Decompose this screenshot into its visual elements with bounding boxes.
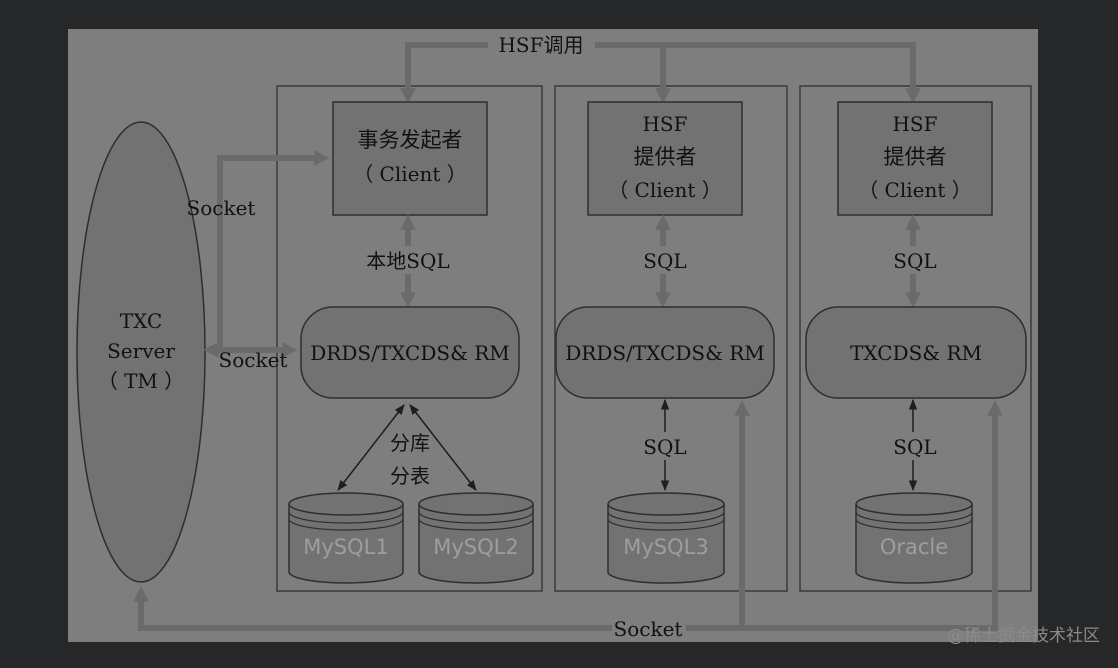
client-initiator-line1: 事务发起者 <box>358 128 463 152</box>
socket-mid-label: Socket <box>219 348 288 372</box>
rm-box-1 <box>300 306 520 399</box>
client-initiator-box <box>332 101 488 216</box>
hsf-call-arrows <box>400 42 921 104</box>
sql-label-col3-bottom: SQL <box>893 435 936 459</box>
sql-label-col2-bottom: SQL <box>643 435 686 459</box>
local-sql-label-bg <box>360 246 456 274</box>
rm-box-3-label: TXCDS& RM <box>850 341 982 365</box>
db-mysql1: MySQL1 <box>288 492 404 584</box>
sql-label-col2-top: SQL <box>643 249 686 273</box>
socket-arrows-left <box>216 150 330 358</box>
column-2-container <box>554 85 788 592</box>
txc-server-line1: TXC <box>120 309 163 333</box>
hsf-provider-1-line2: 提供者 <box>634 145 697 169</box>
txc-server-line3: （ TM ） <box>98 369 185 393</box>
socket-top-label: Socket <box>187 196 256 220</box>
sql-label-col3-top-bg <box>888 246 940 274</box>
rm-box-1-label: DRDS/TXCDS& RM <box>310 341 510 365</box>
sql-label-col2-bottom-bg <box>640 432 692 460</box>
hsf-provider-box-1 <box>587 101 743 216</box>
socket-bottom-label: Socket <box>614 617 683 641</box>
local-sql-label: 本地SQL <box>366 249 449 273</box>
txc-server-line2: Server <box>107 339 175 363</box>
db-oracle: Oracle <box>855 492 973 584</box>
sql-label-col2-top-bg <box>638 246 690 274</box>
hsf-call-label: HSF调用 <box>498 33 583 57</box>
rm-box-2 <box>555 306 775 399</box>
shard-label-line1: 分库 <box>390 431 430 455</box>
sql-label-col3-top: SQL <box>893 249 936 273</box>
hsf-provider-box-2 <box>837 101 993 216</box>
hsf-provider-2-line2: 提供者 <box>884 145 947 169</box>
db-mysql2: MySQL2 <box>418 492 534 584</box>
db-mysql1-label: MySQL1 <box>303 535 388 559</box>
hsf-provider-1-line3: （ Client ） <box>608 178 722 202</box>
sql-label-col3-bottom-bg <box>888 432 940 460</box>
shard-label-line2: 分表 <box>390 464 430 488</box>
socket-arrows-bottom <box>133 400 1003 631</box>
hsf-provider-2-line3: （ Client ） <box>858 178 972 202</box>
client-initiator-line2: （ Client ） <box>353 162 467 186</box>
rm-box-2-label: DRDS/TXCDS& RM <box>565 341 765 365</box>
db-mysql3-label: MySQL3 <box>623 535 708 559</box>
db-mysql2-label: MySQL2 <box>433 535 518 559</box>
shard-arrow-right <box>409 404 477 491</box>
hsf-provider-2-line1: HSF <box>892 112 937 136</box>
db-mysql3: MySQL3 <box>607 492 725 584</box>
shard-arrow-left <box>337 404 405 491</box>
rm-box-3 <box>805 306 1027 399</box>
db-oracle-label: Oracle <box>880 535 948 559</box>
hsf-provider-1-line1: HSF <box>642 112 687 136</box>
watermark: @稀土掘金技术社区 <box>947 626 1100 646</box>
